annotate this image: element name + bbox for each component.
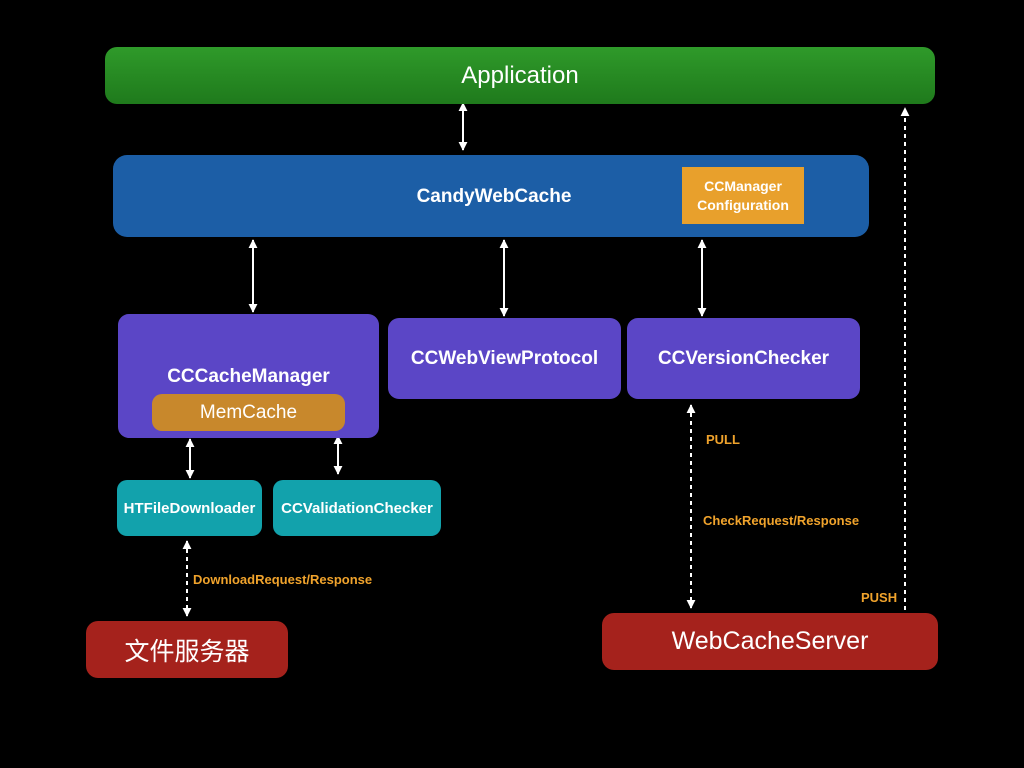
ccwebviewprotocol-node: CCWebViewProtocol (388, 318, 621, 399)
candywebcache-title: CandyWebCache (416, 186, 572, 207)
downloadrequest-response-label: DownloadRequest/Response (193, 572, 373, 587)
memcache-node: MemCache (152, 394, 345, 431)
ccvalidationchecker-node: CCValidationChecker (273, 480, 441, 536)
ccmanager-configuration-node: CCManager Configuration (682, 167, 804, 224)
push-label: PUSH (861, 590, 898, 605)
cccachemanager-title: CCCacheManager (167, 366, 330, 387)
config-line-2: Configuration (697, 196, 789, 213)
file-server-node: 文件服务器 (86, 621, 288, 678)
ccversionchecker-node: CCVersionChecker (627, 318, 860, 399)
htfiledownloader-node: HTFileDownloader (117, 480, 262, 536)
pull-label: PULL (706, 432, 740, 447)
cccachemanager-node: CCCacheManager MemCache (118, 314, 379, 438)
checkrequest-response-label: CheckRequest/Response (703, 513, 860, 528)
application-node: Application (105, 47, 935, 104)
config-line-1: CCManager (704, 177, 782, 194)
candywebcache-node: CandyWebCache CCManager Configuration (113, 155, 869, 237)
webcacheserver-node: WebCacheServer (602, 613, 938, 670)
